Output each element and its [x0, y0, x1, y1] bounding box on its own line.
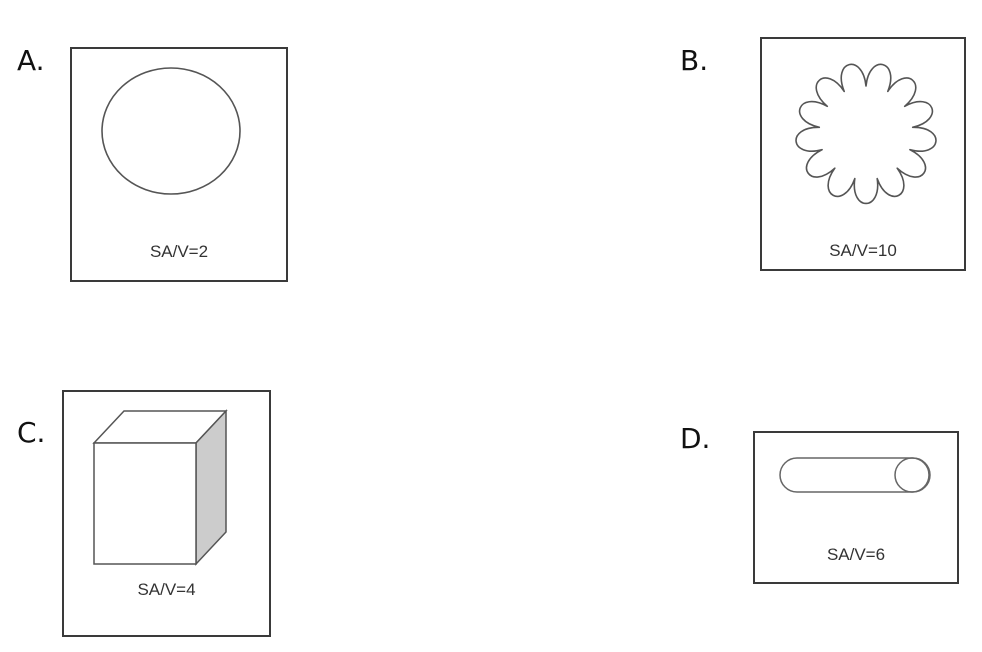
flower-shape [795, 63, 937, 205]
capsule-shape [779, 457, 931, 493]
option-b-ratio-label: SA/V=10 [829, 241, 897, 260]
option-d-card[interactable]: SA/V=6 [753, 431, 959, 584]
option-d-letter: D. [680, 422, 711, 455]
cube-shape [92, 409, 228, 566]
option-a-ratio-label: SA/V=2 [149, 242, 209, 261]
option-a-letter: A. [17, 44, 45, 77]
circle-shape [101, 67, 241, 195]
option-c-card[interactable]: SA/V=4 [62, 390, 271, 637]
option-c-ratio-label: SA/V=4 [137, 580, 196, 599]
option-d-ratio-label: SA/V=6 [826, 545, 886, 564]
option-b-card[interactable]: SA/V=10 [760, 37, 966, 271]
option-b-letter: B. [680, 44, 709, 77]
option-c-letter: C. [17, 416, 46, 449]
option-a-card[interactable]: SA/V=2 [70, 47, 288, 282]
